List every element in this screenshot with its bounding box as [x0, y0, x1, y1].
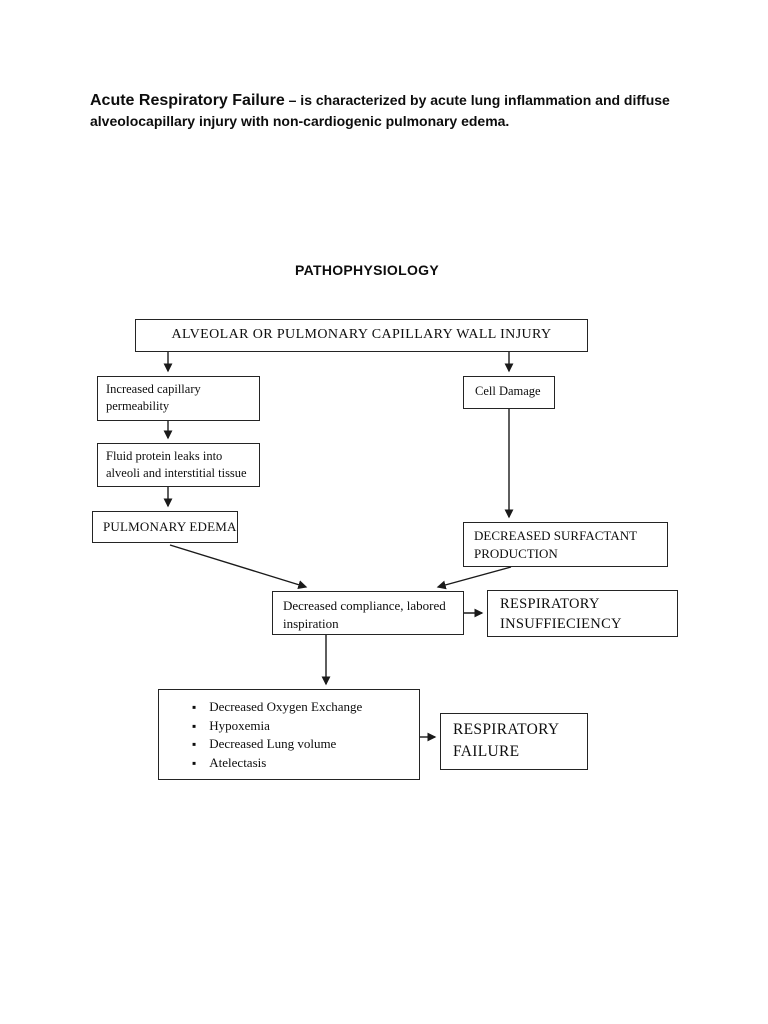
node-decreased-compliance: Decreased compliance, labored inspiratio… [272, 591, 464, 635]
title-rest: – is characterized by acute lung inflamm… [90, 92, 670, 129]
effects-list: ▪ Decreased Oxygen Exchange ▪ Hypoxemia ▪ D… [159, 690, 419, 772]
bullet-icon: ▪ [192, 700, 197, 714]
document-title: Acute Respiratory Failure – is character… [90, 90, 690, 132]
node-pulmonary-edema: PULMONARY EDEMA [92, 511, 238, 543]
effect-label: Decreased Lung volume [209, 736, 337, 751]
list-item: ▪ Decreased Oxygen Exchange [192, 698, 413, 717]
node-effects-list: ▪ Decreased Oxygen Exchange ▪ Hypoxemia ▪ D… [158, 689, 420, 780]
node-respiratory-failure: RESPIRATORY FAILURE [440, 713, 588, 770]
effect-label: Decreased Oxygen Exchange [209, 699, 363, 714]
arrow-surfactant-to-compliance [436, 566, 512, 590]
node-respiratory-insufficiency: RESPIRATORY INSUFFIECIENCY [487, 590, 678, 637]
title-lead: Acute Respiratory Failure [90, 92, 285, 109]
list-item: ▪ Atelectasis [192, 754, 413, 773]
section-heading: PATHOPHYSIOLOGY [295, 262, 439, 278]
effect-label: Hypoxemia [209, 717, 270, 733]
list-item: ▪ Decreased Lung volume [192, 735, 413, 754]
node-cell-damage: Cell Damage [463, 376, 555, 409]
node-increased-capillary-permeability: Increased capillary permeability [97, 376, 260, 421]
bullet-icon: ▪ [192, 718, 197, 733]
node-decreased-surfactant: DECREASED SURFACTANT PRODUCTION [463, 522, 668, 567]
node-fluid-protein-leak: Fluid protein leaks into alveoli and int… [97, 443, 260, 487]
effect-label: Atelectasis [209, 754, 267, 770]
bullet-icon: ▪ [192, 737, 197, 751]
arrow-edema-to-compliance [169, 544, 308, 590]
list-item: ▪ Hypoxemia [192, 717, 413, 736]
node-alveolar-injury: ALVEOLAR OR PULMONARY CAPILLARY WALL INJ… [135, 319, 588, 352]
bullet-icon: ▪ [192, 755, 197, 770]
